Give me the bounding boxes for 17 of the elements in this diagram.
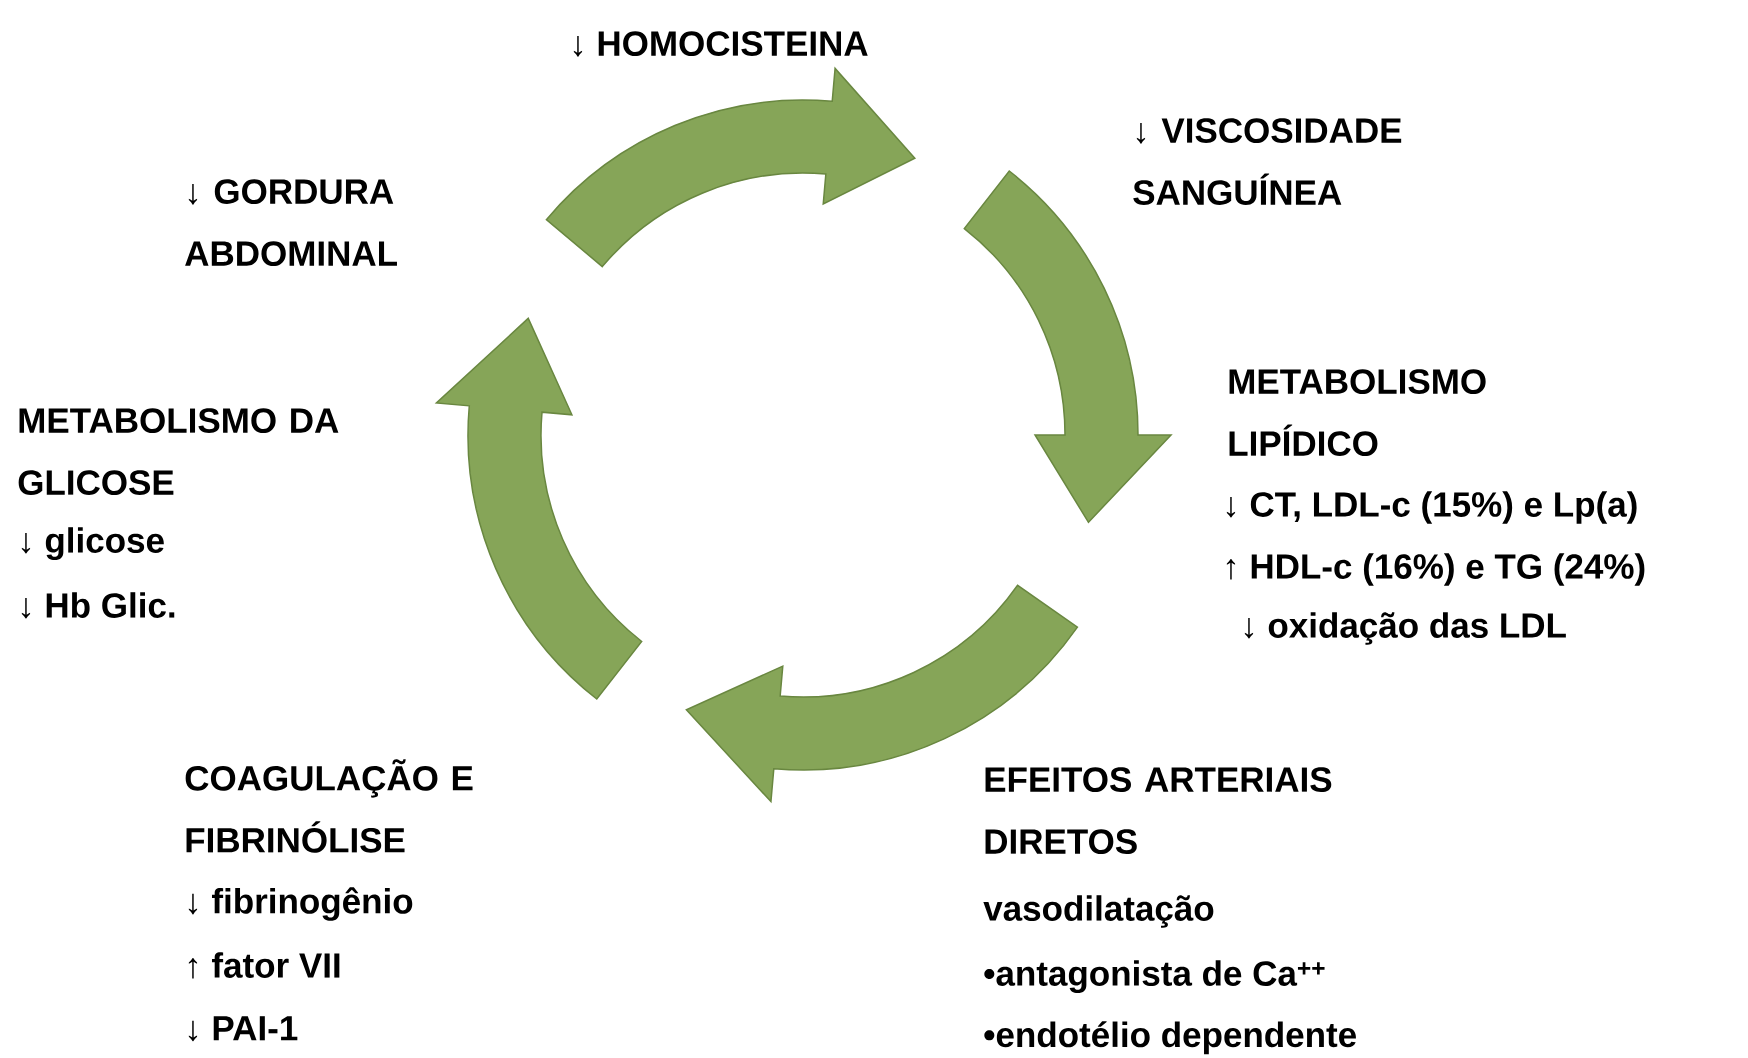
heading-text: ↓ VISCOSIDADE SANGUÍNEA <box>1133 118 1402 205</box>
list-item: ↑ fator VII <box>188 952 340 979</box>
list-item: •endotélio dependente <box>984 1021 1356 1055</box>
heading-text: METABOLISMO LIPÍDICO <box>1229 369 1486 456</box>
list-item: ↓ oxidação das LDL <box>1244 612 1566 645</box>
list-item: ↓ glicose <box>21 527 164 560</box>
heading-text: METABOLISMO DA GLICOSE <box>18 408 339 495</box>
list-item: vasodilatação <box>983 895 1214 928</box>
list-item: ↓ fibrinogênio <box>188 887 413 921</box>
list-item: •antagonista de Ca$^{++}$ <box>984 960 1325 993</box>
heading-text: COAGULAÇÃO E FIBRINÓLISE <box>185 759 473 853</box>
list-item: ↓ CT, LDL-c (15%) e Lp(a) <box>1226 491 1637 524</box>
list-item: ↑ HDL-c (16%) e TG (24%) <box>1226 553 1645 586</box>
heading-text: ↓ HOMOCISTEINA <box>573 31 868 57</box>
list-item: ↓ PAI-1 <box>188 1016 298 1042</box>
list-item: ↓ Hb Glic. <box>21 592 175 619</box>
heading-text: ↓ GORDURA ABDOMINAL <box>185 179 397 266</box>
